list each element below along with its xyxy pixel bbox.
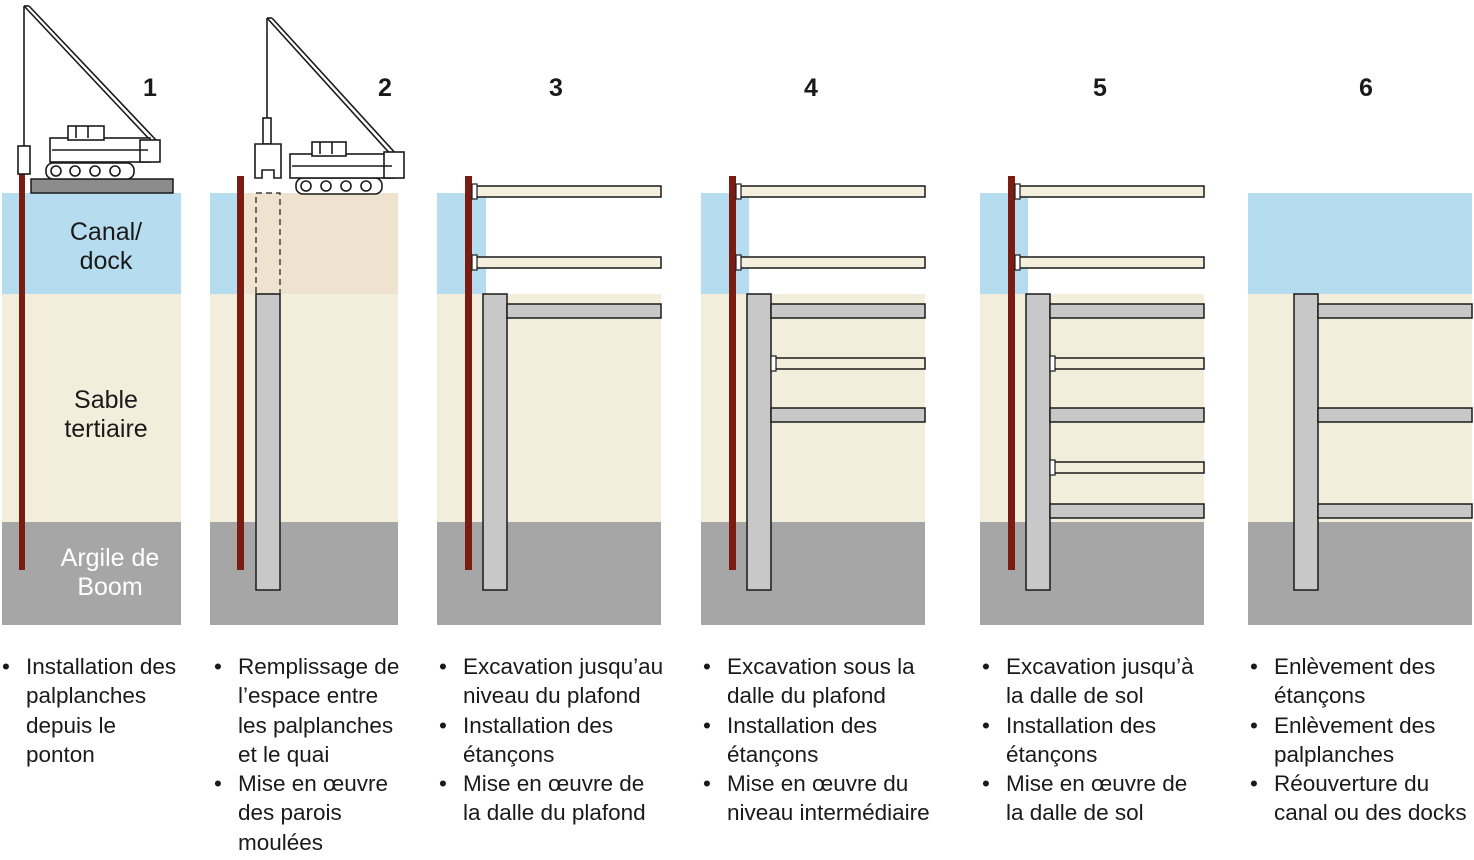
clay-layer <box>2 522 181 625</box>
roof-slab <box>1317 303 1473 319</box>
layer-label-sand-line-1: Sable <box>74 386 138 414</box>
floor-slab <box>1317 503 1473 519</box>
sheet-pile <box>729 176 736 570</box>
strut-bracket <box>735 254 742 271</box>
fill-zone <box>243 193 398 294</box>
crane-icon <box>254 17 405 195</box>
water-layer <box>437 193 486 294</box>
caption-item: Excavation jusqu’au niveau du plafond <box>439 652 689 711</box>
strut-bracket <box>1049 355 1056 372</box>
water-layer <box>1248 193 1472 294</box>
pontoon <box>30 178 174 194</box>
clay-layer <box>1248 522 1472 625</box>
strut <box>473 185 662 198</box>
stage-5-panel <box>980 176 1205 625</box>
strut <box>737 185 926 198</box>
diaphragm-wall <box>255 293 281 591</box>
sheet-pile <box>1008 176 1015 570</box>
strut-bracket <box>1014 183 1021 200</box>
caption-item: Mise en œuvre des parois moulées <box>214 769 414 857</box>
strut-bracket <box>471 183 478 200</box>
diaphragm-wall <box>1293 293 1319 591</box>
sand-layer <box>437 294 661 522</box>
caption-item: Remplissage de l’espace entre les palpla… <box>214 652 414 769</box>
intermediate-slab <box>1317 407 1473 423</box>
step-number-6: 6 <box>1359 74 1373 102</box>
diaphragm-wall <box>1025 293 1051 591</box>
sheet-pile <box>19 170 25 570</box>
caption-item: Mise en œuvre de la dalle de sol <box>982 769 1232 828</box>
caption-item: Installation des étançons <box>439 711 689 770</box>
caption-item: Réouverture du canal ou des docks <box>1250 769 1472 828</box>
layer-label-sand-line-2: tertiaire <box>64 415 147 443</box>
layer-label-water-line-1: Canal/ <box>70 218 142 246</box>
roof-slab <box>1049 303 1205 319</box>
step-number-4: 4 <box>804 74 818 102</box>
strut <box>737 256 926 269</box>
clay-layer <box>980 522 1204 625</box>
step-number-3: 3 <box>549 74 563 102</box>
strut <box>1016 256 1205 269</box>
strut-bracket <box>770 355 777 372</box>
stage-5-caption: Excavation jusqu’à la dalle de sol Insta… <box>982 652 1232 828</box>
caption-item: Mise en œuvre de la dalle du plafond <box>439 769 689 828</box>
clay-layer <box>437 522 661 625</box>
strut-bracket <box>1014 254 1021 271</box>
stage-1-caption: Installation des palplanches depuis le p… <box>2 652 192 769</box>
roof-slab <box>770 303 926 319</box>
sheet-pile <box>237 176 244 570</box>
strut-bracket <box>471 254 478 271</box>
caption-item: Excavation jusqu’à la dalle de sol <box>982 652 1232 711</box>
sand-layer <box>2 294 181 522</box>
caption-item: Excavation sous la dalle du plafond <box>703 652 953 711</box>
strut <box>1052 357 1205 370</box>
strut <box>1016 185 1205 198</box>
diaphragm-wall-trench <box>255 192 281 295</box>
diaphragm-wall <box>482 293 508 591</box>
water-layer <box>2 193 181 294</box>
intermediate-slab <box>1049 407 1205 423</box>
stage-1-panel <box>2 5 181 625</box>
step-number-2: 2 <box>378 74 392 102</box>
sheet-pile <box>465 176 472 570</box>
caption-item: Enlèvement des palplanches <box>1250 711 1472 770</box>
step-number-1: 1 <box>143 74 157 102</box>
strut <box>473 256 662 269</box>
layer-label-clay-line-1: Argile de <box>61 544 160 572</box>
caption-item: Installation des étançons <box>982 711 1232 770</box>
caption-item: Mise en œuvre du niveau intermédiaire <box>703 769 953 828</box>
stage-3-panel <box>437 176 662 625</box>
strut-bracket <box>735 183 742 200</box>
construction-sequence-diagram: 1 2 3 4 5 6 Canal/ dock Sable tertiaire … <box>2 5 1473 625</box>
intermediate-slab <box>770 407 926 423</box>
strut-bracket <box>1049 459 1056 476</box>
roof-slab <box>506 303 662 319</box>
layer-label-water-line-2: dock <box>80 247 133 275</box>
strut <box>1052 461 1205 474</box>
stage-2-caption: Remplissage de l’espace entre les palpla… <box>214 652 414 857</box>
stage-2-panel <box>210 17 405 625</box>
stage-6-panel <box>1248 193 1473 625</box>
step-number-5: 5 <box>1093 74 1107 102</box>
layer-label-clay-line-2: Boom <box>77 573 142 601</box>
caption-item: Installation des palplanches depuis le p… <box>2 652 192 769</box>
diaphragm-wall <box>746 293 772 591</box>
crane-icon <box>17 5 161 180</box>
caption-item: Installation des étançons <box>703 711 953 770</box>
water-layer <box>980 193 1028 294</box>
stage-4-caption: Excavation sous la dalle du plafond Inst… <box>703 652 953 828</box>
stage-3-caption: Excavation jusqu’au niveau du plafond In… <box>439 652 689 828</box>
clay-layer <box>701 522 925 625</box>
stage-6-caption: Enlèvement des étançons Enlèvement des p… <box>1250 652 1472 828</box>
water-layer <box>701 193 749 294</box>
stage-4-panel <box>701 176 926 625</box>
floor-slab <box>1049 503 1205 519</box>
strut <box>773 357 926 370</box>
caption-item: Enlèvement des étançons <box>1250 652 1472 711</box>
